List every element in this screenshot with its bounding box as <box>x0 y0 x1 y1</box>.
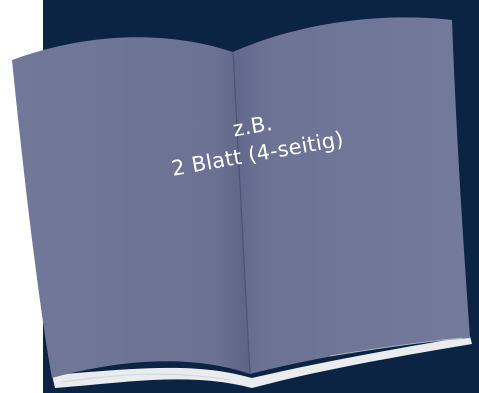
page-footer-line-right <box>329 337 463 357</box>
book-left-page <box>12 37 250 379</box>
book-spine <box>232 51 251 375</box>
book-right-page <box>233 17 470 374</box>
page-footer-line-left <box>61 373 231 383</box>
book-page-edge <box>52 336 472 388</box>
